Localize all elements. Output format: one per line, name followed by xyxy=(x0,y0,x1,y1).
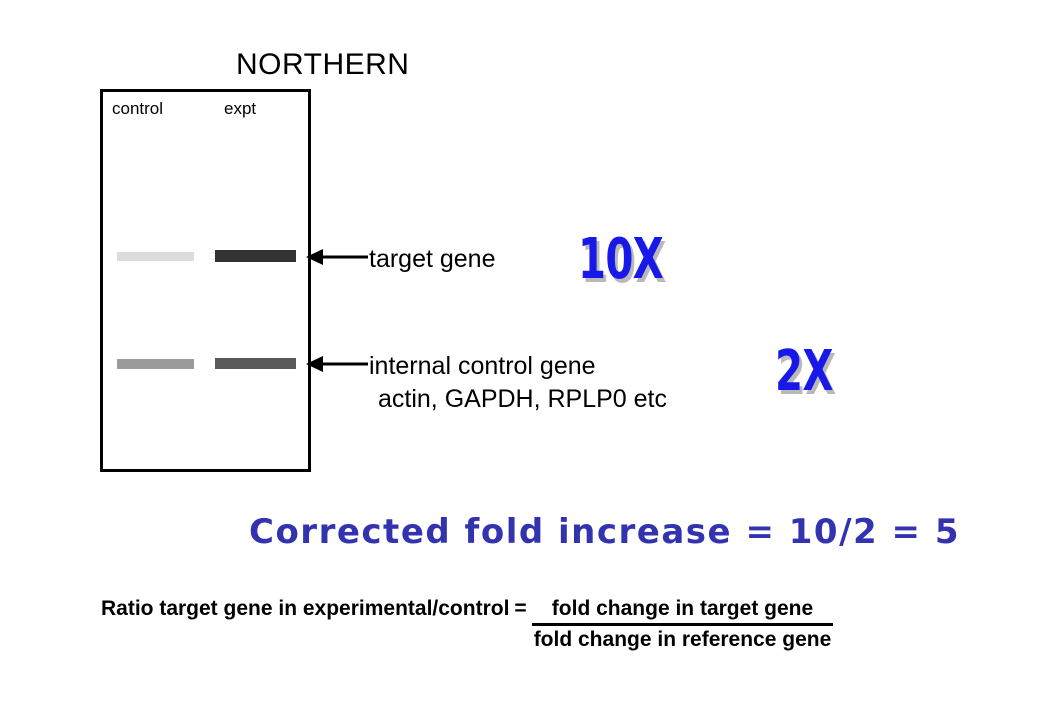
fold-badge-internal-control-gene: 2X xyxy=(775,339,833,404)
band-internal-control-gene-control xyxy=(117,359,194,369)
band-target-gene-control xyxy=(117,252,194,261)
callout-internal-control-gene-main: internal control gene xyxy=(369,352,596,380)
callout-internal-control-gene-examples: actin, GAPDH, RPLP0 etc xyxy=(378,385,668,413)
corrected-fold-increase-text: Corrected fold increase = 10/2 = 5 xyxy=(249,512,960,552)
figure-title: NORTHERN xyxy=(236,48,410,81)
fold-badge-target-gene: 10X xyxy=(578,227,664,292)
lane-label-expt: expt xyxy=(224,99,257,118)
blot-membrane-box xyxy=(100,89,311,472)
ratio-formula-numerator: fold change in target gene xyxy=(531,596,834,626)
ratio-formula: Ratio target gene in experimental/contro… xyxy=(101,596,834,652)
band-target-gene-expt xyxy=(215,250,296,262)
ratio-formula-fraction: fold change in target gene fold change i… xyxy=(531,596,834,652)
ratio-formula-denominator: fold change in reference gene xyxy=(533,628,832,651)
arrow-internal-control-gene-icon xyxy=(306,354,368,374)
lane-label-control: control xyxy=(112,99,164,118)
ratio-formula-lead: Ratio target gene in experimental/contro… xyxy=(101,597,510,620)
callout-internal-control-gene: internal control gene actin, GAPDH, RPLP… xyxy=(369,350,667,416)
callout-target-gene: target gene xyxy=(369,245,496,273)
arrow-target-gene-icon xyxy=(306,247,368,267)
band-internal-control-gene-expt xyxy=(215,358,296,369)
ratio-formula-equals: = xyxy=(514,597,527,620)
